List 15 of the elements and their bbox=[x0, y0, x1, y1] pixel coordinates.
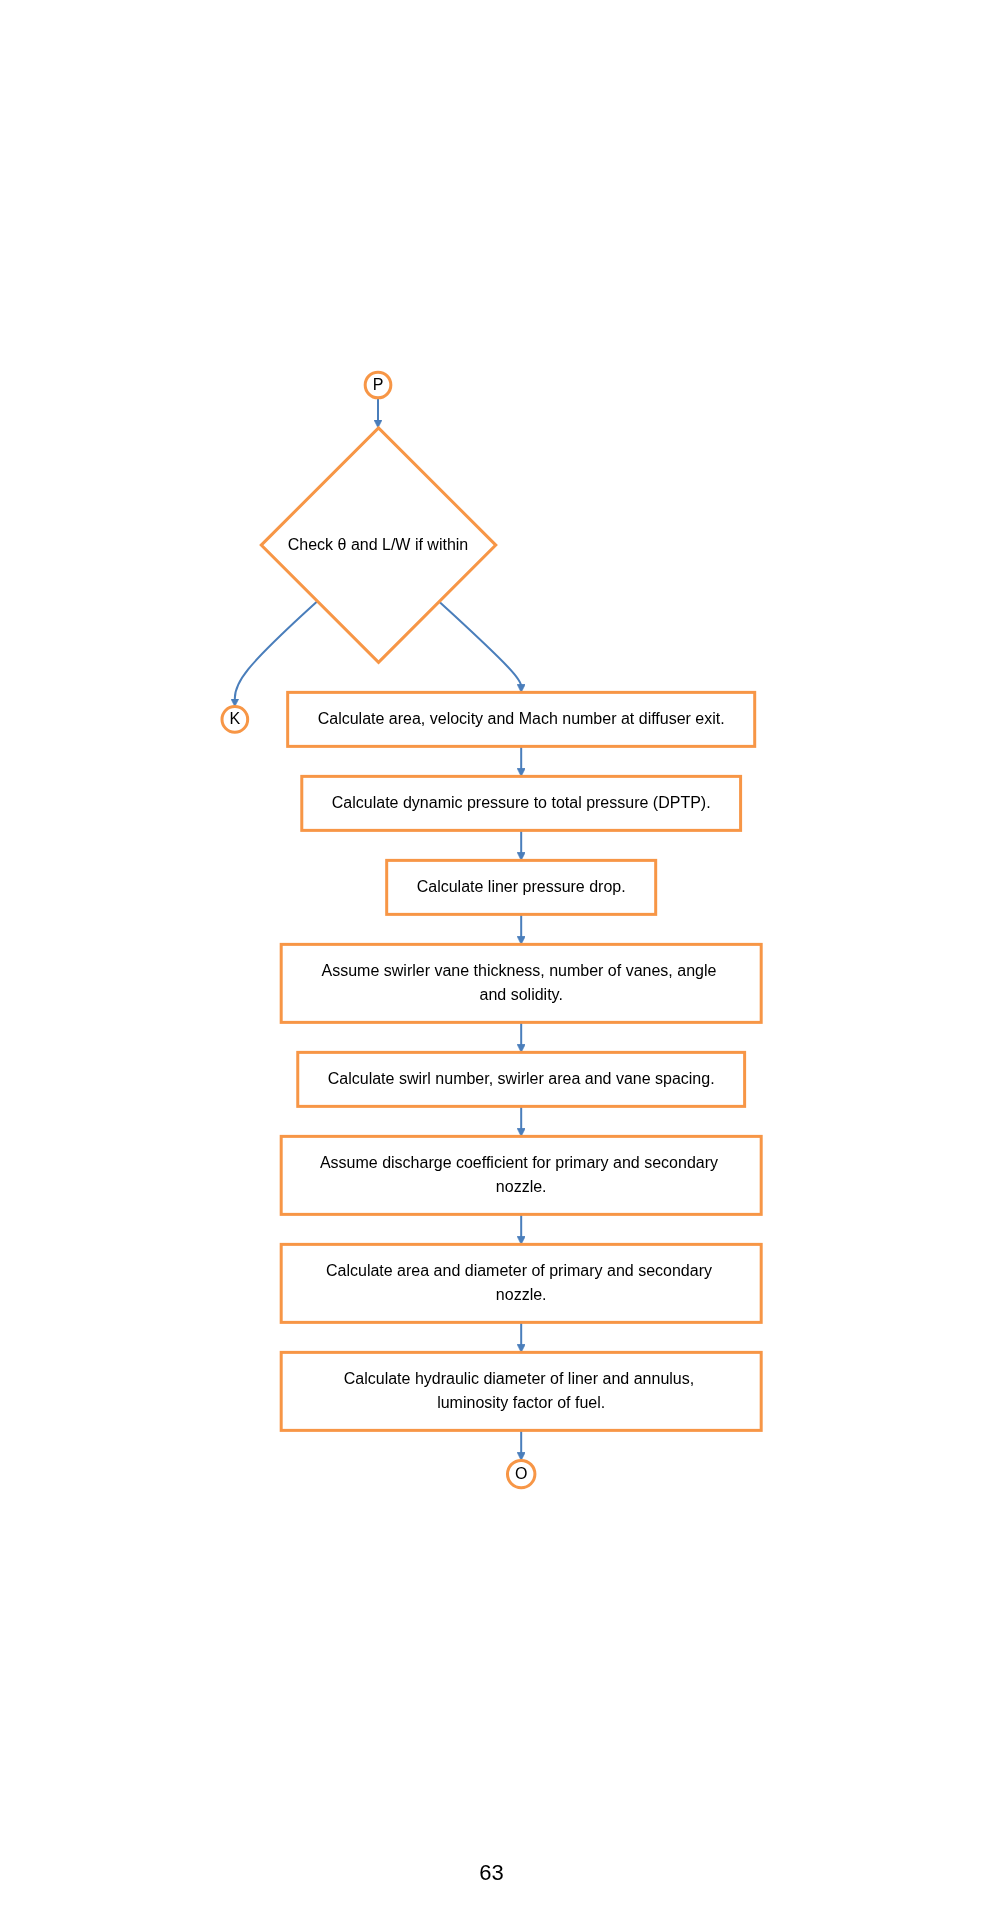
node-box: Calculate dynamic pressure to total pressure (DPTP). bbox=[300, 774, 742, 832]
node-box: Assume discharge coefficient for primary and secondary nozzle. bbox=[279, 1134, 763, 1216]
arrow bbox=[437, 600, 526, 693]
node-diamond: Check θ and L/W if within bbox=[259, 425, 498, 665]
node-box: Calculate liner pressure drop. bbox=[385, 858, 658, 916]
node-circle: P bbox=[363, 370, 393, 400]
node-box: Calculate hydraulic diameter of liner and annulus, luminosity factor of fuel. bbox=[279, 1350, 763, 1432]
node-box: Calculate area, velocity and Mach number at diffuser exit. bbox=[286, 690, 757, 748]
node-box: Calculate swirl number, swirler area and vane spacing. bbox=[296, 1050, 746, 1108]
node-circle: O bbox=[505, 1458, 537, 1490]
arrow bbox=[230, 600, 318, 707]
node-box: Assume swirler vane thickness, number of vanes, angle and solidity. bbox=[279, 942, 763, 1024]
page-number: 63 bbox=[478, 1860, 505, 1886]
node-box: Calculate area and diameter of primary and secondary nozzle. bbox=[279, 1242, 763, 1324]
node-circle: K bbox=[220, 705, 250, 734]
